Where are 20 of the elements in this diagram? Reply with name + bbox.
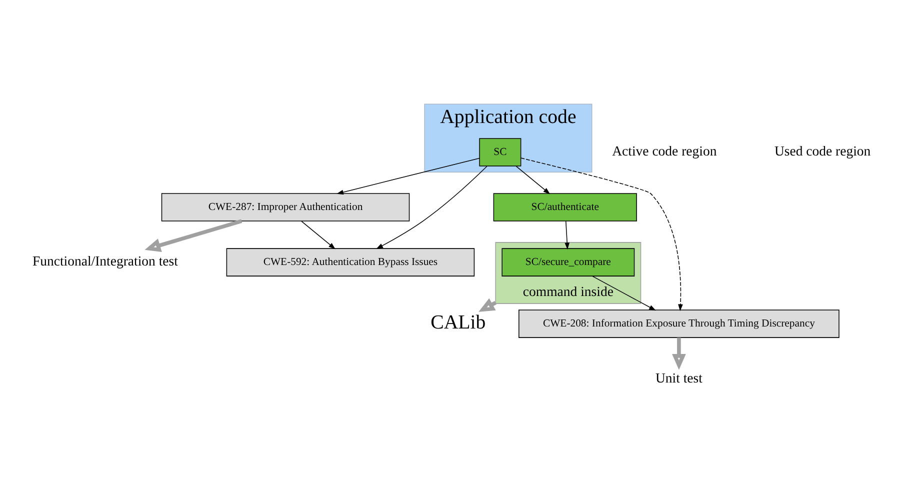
label: Active code region xyxy=(612,143,717,158)
arrow xyxy=(564,220,570,250)
label: Used code region xyxy=(774,143,871,158)
node-text: CALib xyxy=(430,311,486,334)
node-box: CWE-208: Information Exposure Through Timing Discrepancy xyxy=(518,309,840,338)
node-box: CWE-592: Authentication Bypass Issues xyxy=(226,248,475,276)
arrow xyxy=(672,337,686,370)
arrow xyxy=(520,157,683,311)
arrow xyxy=(376,165,488,248)
node-text: Unit test xyxy=(655,370,702,386)
node-box: SC xyxy=(479,138,522,166)
arrow xyxy=(592,275,656,310)
node-box: CWE-287: Improper Authentication xyxy=(161,192,410,221)
arrow xyxy=(336,157,480,194)
node-text: Functional/Integration test xyxy=(32,253,178,268)
arrow xyxy=(516,165,550,194)
node-box: SC/authenticate xyxy=(493,192,637,221)
arrow xyxy=(144,218,242,252)
node-box: SC/secure_compare xyxy=(502,248,635,276)
arrow xyxy=(301,220,336,249)
